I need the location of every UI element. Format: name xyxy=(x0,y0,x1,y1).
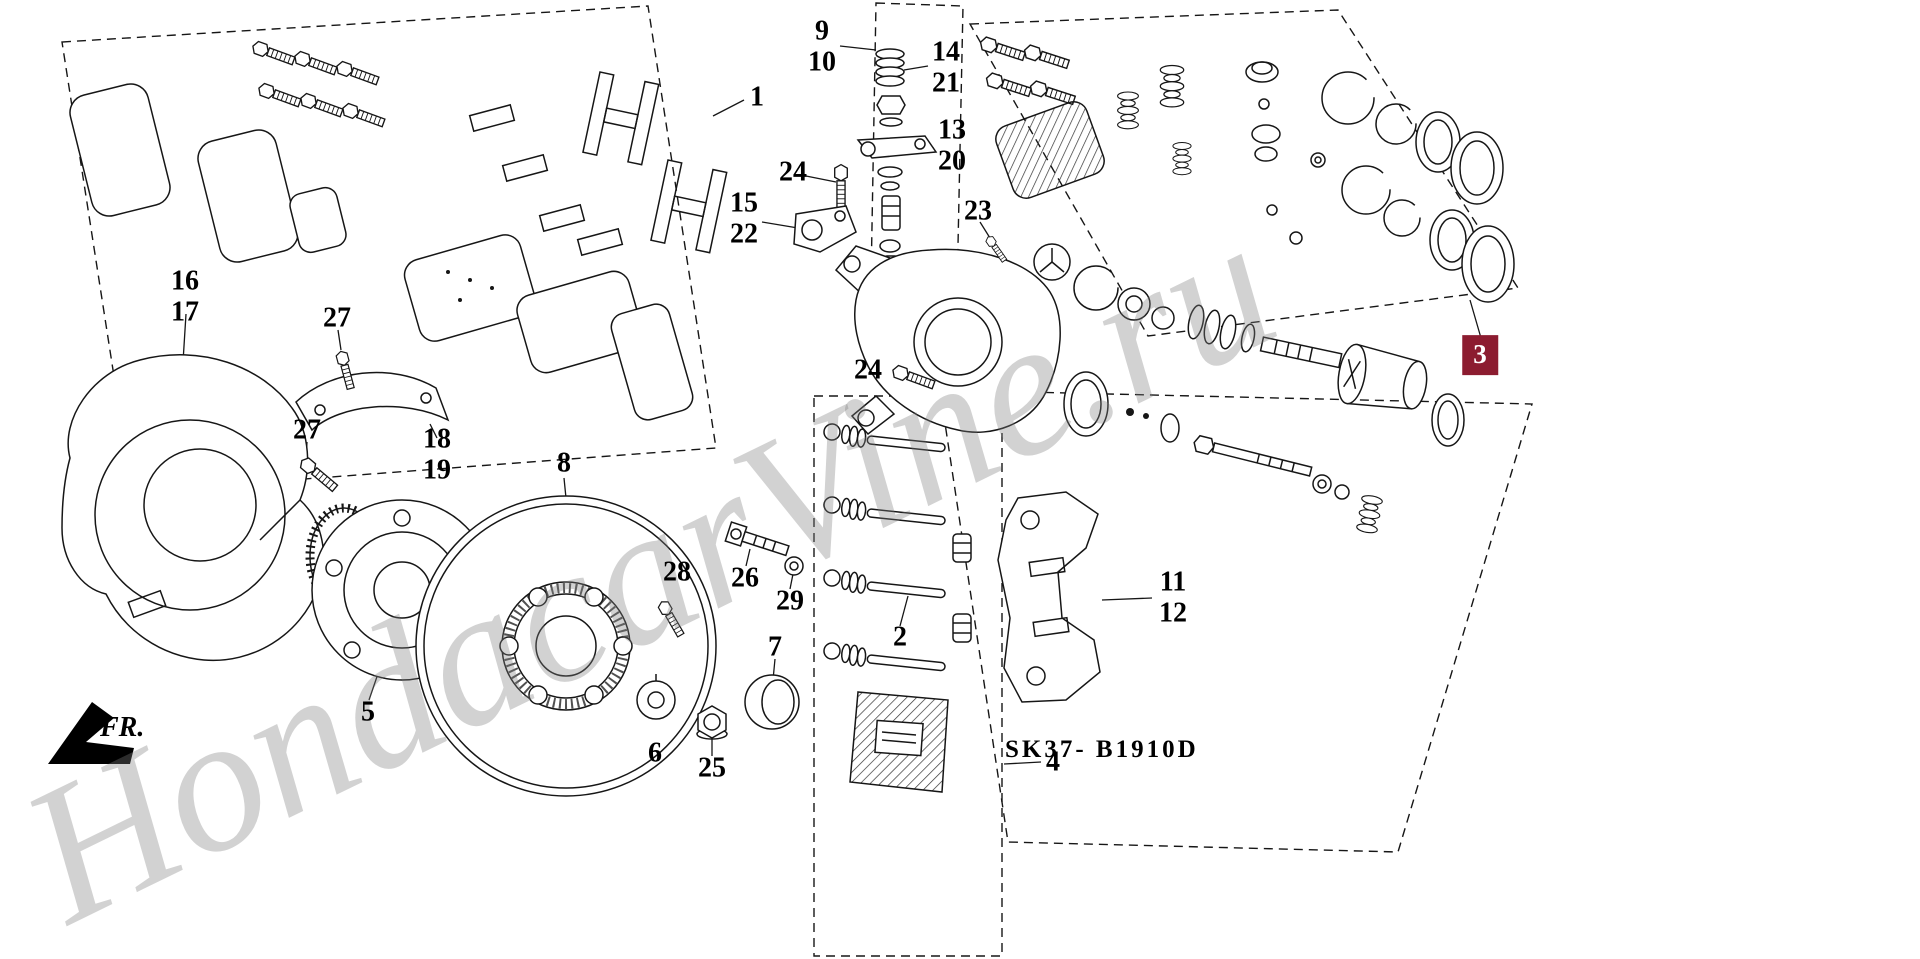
callout-7[interactable]: 7 xyxy=(768,631,782,663)
callout-24-b[interactable]: 24 xyxy=(854,354,882,386)
callout-6[interactable]: 6 xyxy=(648,737,662,769)
callout-4[interactable]: 4 xyxy=(1046,746,1060,778)
socket-bolt-26 xyxy=(724,521,790,557)
mount-bolt-24-top xyxy=(834,163,848,209)
callout-28[interactable]: 28 xyxy=(663,556,691,588)
callout-27-b[interactable]: 27 xyxy=(293,414,321,446)
callout-23[interactable]: 23 xyxy=(964,195,992,227)
caliper-piston xyxy=(1337,343,1428,410)
piston-assembly xyxy=(1033,243,1465,535)
pin-kit-region-outline xyxy=(813,395,1003,957)
callout-24-a[interactable]: 24 xyxy=(779,156,807,188)
callout-13-20[interactable]: 13 20 xyxy=(938,114,966,177)
callout-29[interactable]: 29 xyxy=(776,585,804,617)
pad-retainer-strip xyxy=(295,349,450,494)
callout-3-selected[interactable]: 3 xyxy=(1462,335,1498,375)
washer-29 xyxy=(784,556,804,576)
callout-1[interactable]: 1 xyxy=(750,81,764,113)
splash-guard xyxy=(61,354,325,662)
callout-18-19[interactable]: 18 19 xyxy=(423,423,451,486)
callout-8[interactable]: 8 xyxy=(557,447,571,479)
callout-14-21[interactable]: 14 21 xyxy=(932,36,960,99)
spindle-nut-25 xyxy=(696,705,728,740)
callout-9-10[interactable]: 9 10 xyxy=(808,15,836,78)
brake-disc xyxy=(415,495,717,797)
callout-11-12[interactable]: 11 12 xyxy=(1159,566,1187,629)
pad-kit-region-outline xyxy=(61,5,717,493)
callout-16-17[interactable]: 16 17 xyxy=(171,265,199,328)
diagram-code: SK37- B1910D xyxy=(1005,736,1199,763)
adjuster-bolt-stack xyxy=(856,48,938,279)
callout-2[interactable]: 2 xyxy=(893,621,907,653)
tab-washer-6 xyxy=(636,680,676,720)
callout-26[interactable]: 26 xyxy=(731,562,759,594)
small-hardware xyxy=(636,521,804,740)
callout-25[interactable]: 25 xyxy=(698,752,726,784)
hub-cap-7 xyxy=(744,674,800,730)
caliper-seal-kit xyxy=(977,35,1515,303)
pin-kit xyxy=(823,423,972,793)
piston-kit-region-outline xyxy=(939,389,1533,853)
brake-pad-kit xyxy=(69,39,728,421)
callout-27-a[interactable]: 27 xyxy=(323,302,351,334)
fr-label: FR. xyxy=(100,712,145,743)
callout-5[interactable]: 5 xyxy=(361,696,375,728)
callout-15-22[interactable]: 15 22 xyxy=(730,187,758,250)
caliper-bracket xyxy=(997,491,1101,703)
caliper-body xyxy=(793,163,1061,436)
fr-direction-arrow xyxy=(48,702,134,764)
seal-kit-region-outline xyxy=(968,9,1520,337)
